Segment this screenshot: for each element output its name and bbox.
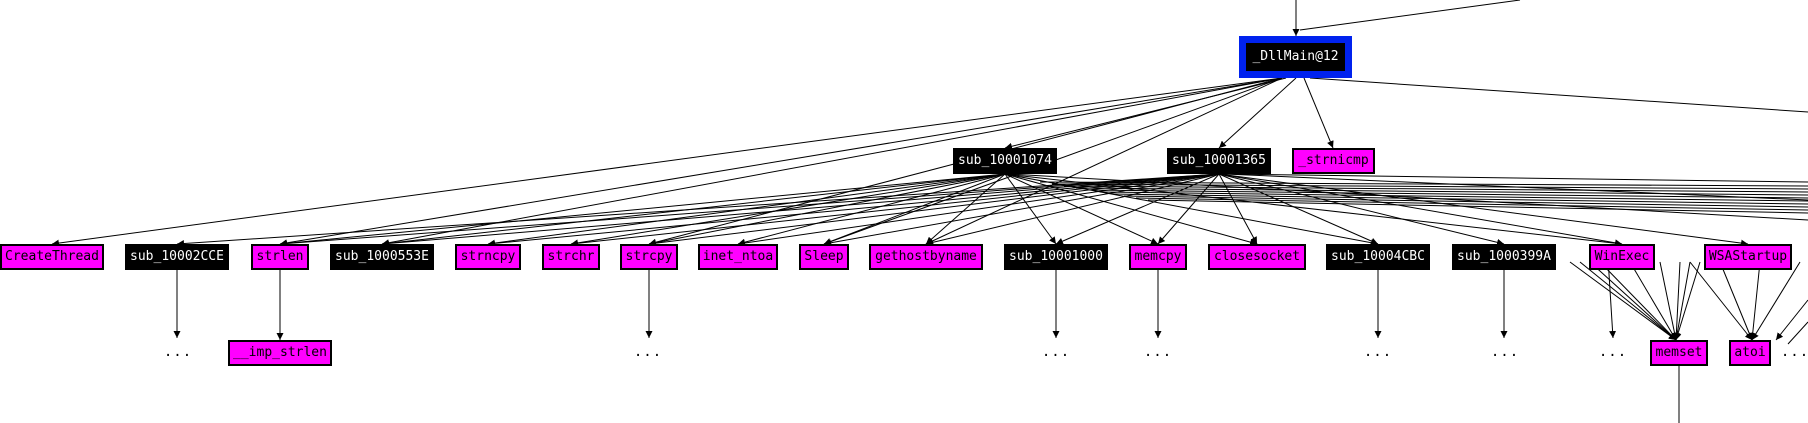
call-edge [279,173,1006,247]
collapsed-subtree-ellipsis[interactable]: ... [1598,344,1628,360]
call-edge-offscreen [1063,185,1808,193]
node-sub-10002cce[interactable]: sub_10002CCE [125,244,229,270]
node-sleep[interactable]: Sleep [799,244,849,270]
collapsed-subtree-ellipsis[interactable]: ... [1143,344,1173,360]
call-edge [279,77,1283,247]
call-edge [381,77,1283,247]
call-edge [1004,173,1057,245]
call-edge [1689,261,1753,341]
node-sub-1000553e[interactable]: sub_1000553E [330,244,434,270]
call-edge [1672,261,1681,341]
call-edge [823,173,1220,247]
call-edge-offscreen [1099,191,1808,202]
node-strchr[interactable]: strchr [542,244,600,270]
call-edge [1749,261,1761,341]
call-edge-offscreen [1135,197,1808,211]
call-edge-offscreen [1039,181,1808,187]
node-strncpy[interactable]: strncpy [455,244,521,270]
call-edge [1303,77,1334,149]
node-strlen[interactable]: strlen [251,244,309,270]
call-edge [1055,173,1220,245]
node-winexec[interactable]: WinExec [1589,244,1655,270]
call-edge [487,173,1220,247]
call-edge-offscreen [1051,183,1808,190]
collapsed-subtree-ellipsis[interactable]: ... [1363,344,1393,360]
call-edge [925,173,1006,245]
call-edge-offscreen [1087,189,1808,199]
call-edge [570,173,1220,247]
call-edge-offscreen [1123,195,1808,208]
call-edge [1659,261,1679,341]
collapsed-subtree-ellipsis[interactable]: ... [1780,344,1808,360]
node-sub-10001365[interactable]: sub_10001365 [1167,148,1271,174]
call-edge-offscreen [1787,321,1808,345]
call-edge [648,173,1006,247]
call-edge [1719,261,1753,341]
call-edge [1751,261,1801,341]
call-edge-offscreen [1147,199,1808,214]
call-edge [1775,299,1808,341]
node-strcpy[interactable]: strcpy [620,244,678,270]
node-memcpy[interactable]: memcpy [1129,244,1187,270]
node-sub-1000399a[interactable]: sub_1000399A [1452,244,1556,270]
node-createthread[interactable]: CreateThread [0,244,104,270]
node-sub-10004cbc[interactable]: sub_10004CBC [1326,244,1430,270]
call-edge [1599,261,1677,341]
node-gethostbyname[interactable]: gethostbyname [869,244,983,270]
node-dllmain[interactable]: _DllMain@12 [1239,36,1352,78]
call-edge [737,173,1220,247]
call-edge [1218,77,1297,149]
call-edge [1673,261,1691,341]
node-strnicmp[interactable]: _strnicmp [1292,148,1375,174]
call-edge-offscreen [1075,187,1808,196]
collapsed-subtree-ellipsis[interactable]: ... [633,344,663,360]
call-edge [925,173,1220,246]
call-edge [1674,261,1701,341]
incoming-call-edge [1299,0,1521,31]
call-edge [1569,261,1677,341]
node-inet-ntoa[interactable]: inet_ntoa [698,244,778,270]
call-edge-offscreen [1222,173,1808,183]
call-edge [1004,173,1159,245]
call-edge [1157,173,1220,245]
collapsed-subtree-ellipsis[interactable]: ... [163,344,193,360]
call-edge [1589,261,1677,341]
call-edge [1607,257,1617,339]
call-edge-offscreen [1111,193,1808,205]
call-edge [1579,261,1677,341]
call-edge [737,173,1006,246]
call-edge [279,173,1220,247]
call-edge [1629,261,1677,341]
node-sub-10001000[interactable]: sub_10001000 [1004,244,1108,270]
call-edge [925,77,1283,245]
node-wsastartup[interactable]: WSAStartup [1704,244,1792,270]
call-edge [51,77,1283,247]
node-atoi[interactable]: atoi [1729,340,1771,366]
node-imp-strlen[interactable]: __imp_strlen [228,340,332,366]
node-sub-10001074[interactable]: sub_10001074 [953,148,1057,174]
collapsed-subtree-ellipsis[interactable]: ... [1490,344,1520,360]
call-edge [823,173,1006,245]
node-closesocket[interactable]: closesocket [1208,244,1306,270]
call-edge [648,173,1220,247]
call-edge-offscreen [1309,77,1808,113]
collapsed-subtree-ellipsis[interactable]: ... [1041,344,1071,360]
call-edge [176,173,1220,248]
call-edge [570,173,1006,247]
node-memset[interactable]: memset [1650,340,1708,366]
call-edge [1218,173,1258,245]
